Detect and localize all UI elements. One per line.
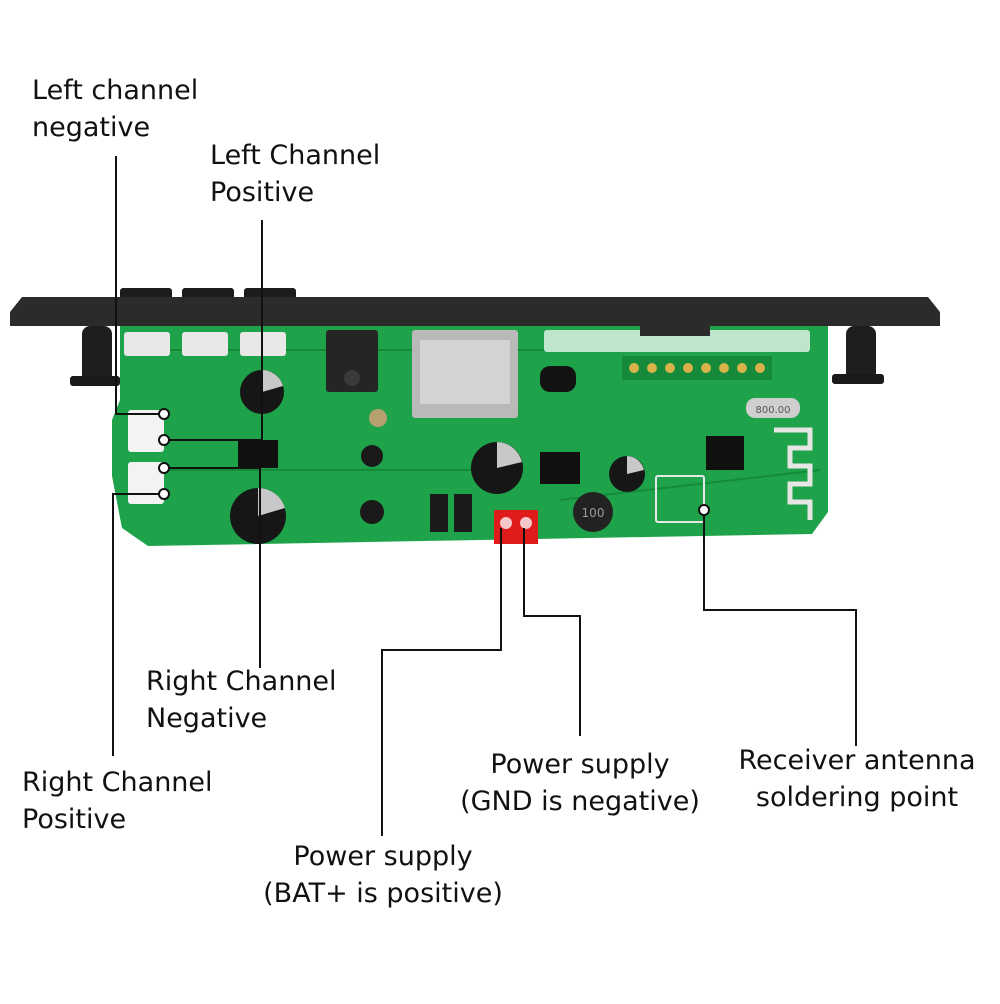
bezel-plate xyxy=(10,297,940,326)
power-pin-bat xyxy=(500,517,512,529)
bezel-post-right xyxy=(846,326,876,382)
antenna-trace xyxy=(774,427,813,520)
label-line: Left channel xyxy=(32,75,199,106)
capacitor-c1-stripe xyxy=(497,442,522,468)
ic-u2 xyxy=(238,440,278,468)
leader-right-negative xyxy=(165,467,261,668)
dot-antenna xyxy=(698,504,710,516)
bezel-post-left xyxy=(82,326,112,386)
label-line: Positive xyxy=(210,177,315,208)
dot-left-positive xyxy=(158,434,170,446)
audio-jack xyxy=(326,330,378,392)
label-line: Positive xyxy=(22,804,127,835)
pcb-board xyxy=(112,326,828,546)
label-receiver-antenna: Receiver antenna soldering point xyxy=(718,742,996,816)
label-left-channel-negative: Left channel negative xyxy=(32,72,198,146)
power-pin-gnd xyxy=(520,517,532,529)
label-power-bat: Power supply (BAT+ is positive) xyxy=(238,838,528,912)
dot-left-negative xyxy=(158,408,170,420)
transistor-q2 xyxy=(361,445,383,467)
inductor-l1 xyxy=(573,492,613,532)
diode-1 xyxy=(430,494,448,532)
capacitor-c23-stripe xyxy=(262,370,283,392)
pin-header xyxy=(622,356,772,380)
bezel-foot-left xyxy=(70,376,120,386)
leader-antenna xyxy=(703,512,857,746)
audio-jack-hole xyxy=(344,370,360,386)
label-line: soldering point xyxy=(755,782,959,813)
label-line: Receiver antenna xyxy=(738,745,976,776)
display-connector xyxy=(640,326,710,336)
label-line: Right Channel xyxy=(22,767,213,798)
label-line: Right Channel xyxy=(146,666,337,697)
display-window xyxy=(544,330,810,352)
label-right-channel-negative: Right Channel Negative xyxy=(146,663,337,737)
leader-left-negative xyxy=(115,156,160,415)
label-power-gnd: Power supply (GND is negative) xyxy=(440,746,720,820)
front-bezel xyxy=(10,288,940,386)
switch-s4 xyxy=(124,332,170,356)
ir-receiver xyxy=(540,366,576,392)
leader-power-bat xyxy=(381,528,502,836)
label-line: (GND is negative) xyxy=(460,786,700,817)
callout-lines xyxy=(112,156,857,836)
callout-dots xyxy=(158,408,710,516)
pcb: 800.00 100 xyxy=(112,326,828,546)
dot-right-negative xyxy=(158,462,170,474)
leader-power-gnd xyxy=(523,528,581,736)
bluetooth-chip xyxy=(706,436,744,470)
label-line: Power supply xyxy=(293,841,473,872)
label-left-channel-positive: Left Channel Positive xyxy=(210,137,380,211)
component-c28 xyxy=(360,500,384,524)
leader-left-positive xyxy=(165,220,263,441)
label-line: (BAT+ is positive) xyxy=(263,878,503,909)
microphone xyxy=(369,409,387,427)
switch-s5 xyxy=(182,332,228,356)
crystal-y1 xyxy=(746,398,800,418)
label-line: Negative xyxy=(146,703,268,734)
sd-card-slot-face xyxy=(420,340,510,404)
label-line: Power supply xyxy=(490,749,670,780)
label-line: negative xyxy=(32,112,151,143)
bezel-foot-right xyxy=(832,374,884,384)
diode-2 xyxy=(454,494,472,532)
capacitor-c7-stripe xyxy=(258,487,285,516)
capacitor-c5-stripe xyxy=(627,456,644,474)
label-right-channel-positive: Right Channel Positive xyxy=(22,764,213,838)
leader-right-positive xyxy=(112,493,160,756)
fm-pad-outline xyxy=(655,475,705,523)
crystal-label: 800.00 xyxy=(756,405,791,416)
inductor-label: 100 xyxy=(582,506,605,520)
connector-left-channel xyxy=(128,410,164,452)
dot-right-positive xyxy=(158,488,170,500)
label-line: Left Channel xyxy=(210,140,381,171)
ic-u4 xyxy=(540,452,580,484)
